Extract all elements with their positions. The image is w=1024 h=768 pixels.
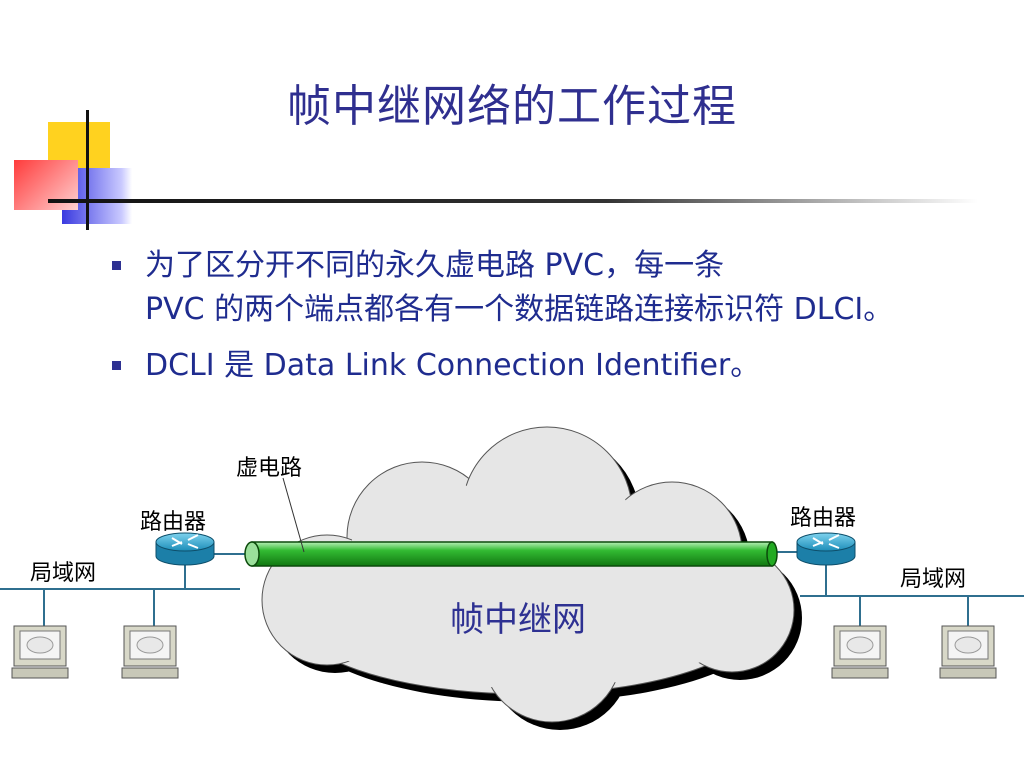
bullet-line: PVC 的两个端点都各有一个数据链路连接标识符 DLCI。: [145, 292, 894, 327]
bullet-line: DCLI 是 Data Link Connection Identifier。: [145, 348, 761, 383]
lan-right-label: 局域网: [900, 567, 967, 592]
virtual-circuit-label: 虚电路: [236, 456, 303, 481]
router-icon: [796, 532, 856, 566]
bullet-list: 为了区分开不同的永久虚电路 PVC，每一条 PVC 的两个端点都各有一个数据链路…: [112, 244, 962, 400]
bullet-square-icon: [112, 361, 121, 370]
router-icon: [155, 532, 215, 566]
page-title: 帧中继网络的工作过程: [287, 81, 737, 132]
computer-icon: [121, 625, 179, 679]
bullet-text: 为了区分开不同的永久虚电路 PVC，每一条 PVC 的两个端点都各有一个数据链路…: [145, 244, 945, 332]
bullet-item: DCLI 是 Data Link Connection Identifier。: [112, 344, 962, 388]
computer-icon: [939, 625, 997, 679]
computer-icon: [11, 625, 69, 679]
bullet-text: DCLI 是 Data Link Connection Identifier。: [145, 344, 945, 388]
computer-icon: [831, 625, 889, 679]
virtual-circuit-pipe: [244, 541, 778, 567]
cloud-label: 帧中继网: [450, 600, 586, 640]
bullet-item: 为了区分开不同的永久虚电路 PVC，每一条 PVC 的两个端点都各有一个数据链路…: [112, 244, 962, 332]
bullet-square-icon: [112, 261, 121, 270]
bullet-line: 为了区分开不同的永久虚电路 PVC，每一条: [145, 248, 725, 283]
lan-left-label: 局域网: [30, 561, 97, 586]
deco-horizontal-line: [48, 199, 978, 203]
router-right-label: 路由器: [790, 506, 857, 531]
deco-vertical-line: [86, 110, 89, 230]
virtual-circuit-pointer: [282, 477, 305, 553]
router-left-label: 路由器: [140, 510, 207, 535]
